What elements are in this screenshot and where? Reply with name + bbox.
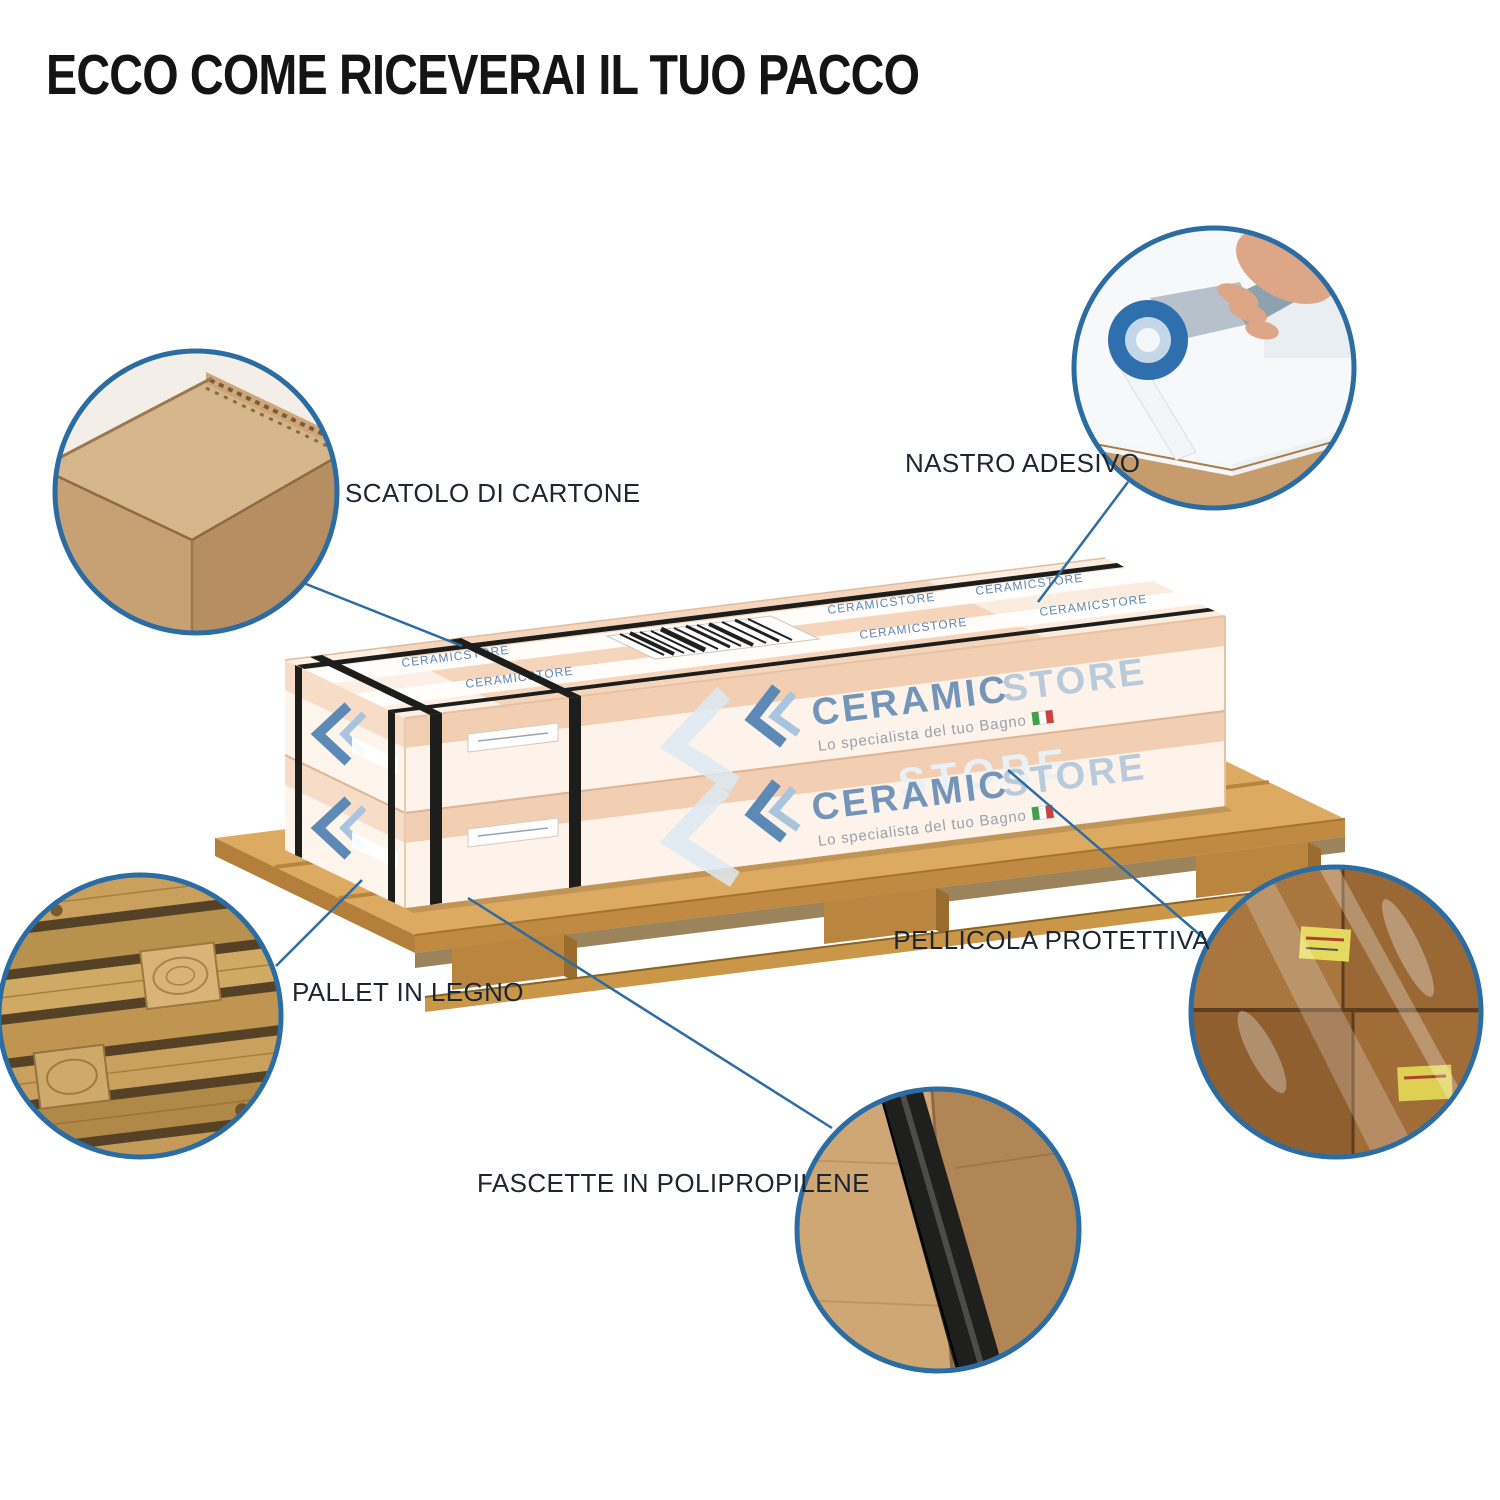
callout-label-tape: NASTRO ADESIVO (905, 448, 1141, 478)
callout-photo-straps (797, 1089, 1079, 1371)
callout-line-tape (1037, 481, 1129, 603)
protective-film-upper (405, 646, 1225, 813)
page-title: ECCO COME RICEVERAI IL TUO PACCO (46, 43, 920, 107)
callout-ring-film (1188, 864, 1484, 1160)
small-front-labels (467, 722, 559, 848)
callout-label-film: PELLICOLA PROTETTIVA (893, 925, 1210, 955)
protective-film-lower (405, 741, 1225, 908)
brand-chevron-icon (744, 684, 787, 748)
italian-flag-icon (1031, 804, 1054, 821)
callout-label-straps: FASCETTE IN POLIPROPILENE (477, 1168, 870, 1198)
pallet-deck-left-end (215, 838, 415, 953)
callout-label-cardboard: SCATOLO DI CARTONE (345, 478, 641, 508)
callout-lines (275, 481, 1207, 1130)
shipping-label-barcode (605, 615, 821, 660)
callout-ring-pallet (0, 872, 284, 1160)
pallet-deck-front (415, 819, 1345, 953)
callout-photo-cardboard (55, 351, 337, 633)
callout-ring-straps (794, 1086, 1082, 1374)
callout-line-pallet (275, 879, 363, 967)
callout-line-film (1007, 769, 1207, 941)
package-boxes: CERAMICSTORE CERAMICSTORE CERAMICSTORE C… (284, 557, 1233, 913)
pallet-bottom-board (425, 883, 1335, 1012)
callout-line-cardboard (305, 582, 463, 648)
pallet-blocks (452, 842, 1321, 990)
strap-bands (295, 563, 1215, 905)
watermark-chevron-icon (659, 781, 740, 887)
italian-flag-icon (1031, 709, 1054, 726)
brand-chevron-icon (744, 779, 787, 843)
watermark-chevron-icon (659, 686, 740, 792)
callout-label-pallet: PALLET IN LEGNO (292, 977, 524, 1007)
callout-ring-tape (1071, 225, 1357, 511)
callout-ring-cardboard (52, 348, 340, 636)
callout-line-straps (467, 896, 833, 1130)
